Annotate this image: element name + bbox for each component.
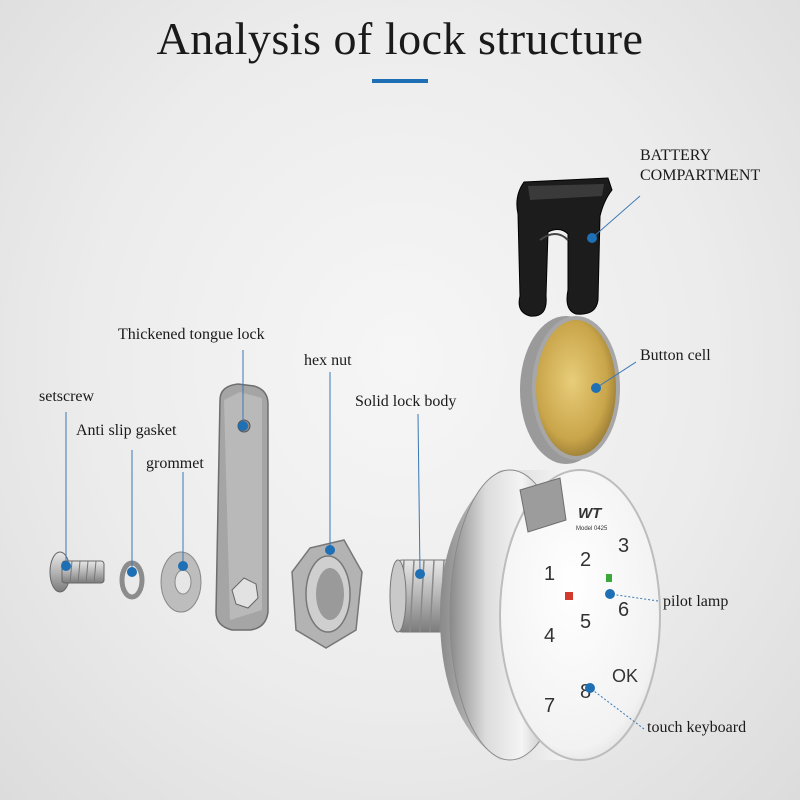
button-cell-part (520, 316, 620, 464)
label-battery-compartment-line1: BATTERY (640, 147, 712, 164)
key-ok[interactable]: OK (612, 666, 638, 686)
label-hex-nut: hex nut (304, 352, 352, 369)
brand-logo: WT (578, 505, 603, 522)
key-1[interactable]: 1 (544, 563, 555, 585)
tongue-lock-part (215, 383, 269, 631)
title-underline (372, 79, 428, 83)
key-2[interactable]: 2 (580, 549, 591, 571)
pilot-lamp-red (565, 592, 573, 600)
label-solid-lock-body: Solid lock body (355, 393, 457, 410)
label-thickened-tongue-lock: Thickened tongue lock (118, 326, 265, 343)
page-title: Analysis of lock structure (156, 13, 644, 64)
key-6[interactable]: 6 (618, 599, 629, 621)
label-setscrew: setscrew (39, 388, 95, 405)
setscrew-part (49, 551, 105, 593)
label-battery-compartment: BATTERY COMPARTMENT (640, 146, 760, 186)
label-button-cell: Button cell (640, 347, 711, 364)
label-touch-keyboard: touch keyboard (647, 719, 747, 736)
label-grommet: grommet (146, 455, 204, 472)
leader-lines (65, 195, 659, 730)
key-3[interactable]: 3 (618, 535, 629, 557)
label-pilot-lamp: pilot lamp (663, 593, 729, 610)
key-5[interactable]: 5 (580, 611, 591, 633)
pilot-lamp-green (606, 574, 612, 582)
label-battery-compartment-line2: COMPARTMENT (640, 167, 761, 184)
leader-dots (61, 233, 615, 693)
model-text: Model 0425 (576, 526, 608, 532)
battery-compartment-part (516, 177, 613, 317)
key-7[interactable]: 7 (544, 695, 555, 717)
key-8[interactable]: 8 (580, 681, 591, 703)
hex-nut-part (291, 539, 363, 649)
solid-lock-body-part (440, 469, 661, 761)
grommet-part (160, 551, 202, 613)
key-4[interactable]: 4 (544, 625, 555, 647)
label-anti-slip-gasket: Anti slip gasket (76, 422, 177, 439)
